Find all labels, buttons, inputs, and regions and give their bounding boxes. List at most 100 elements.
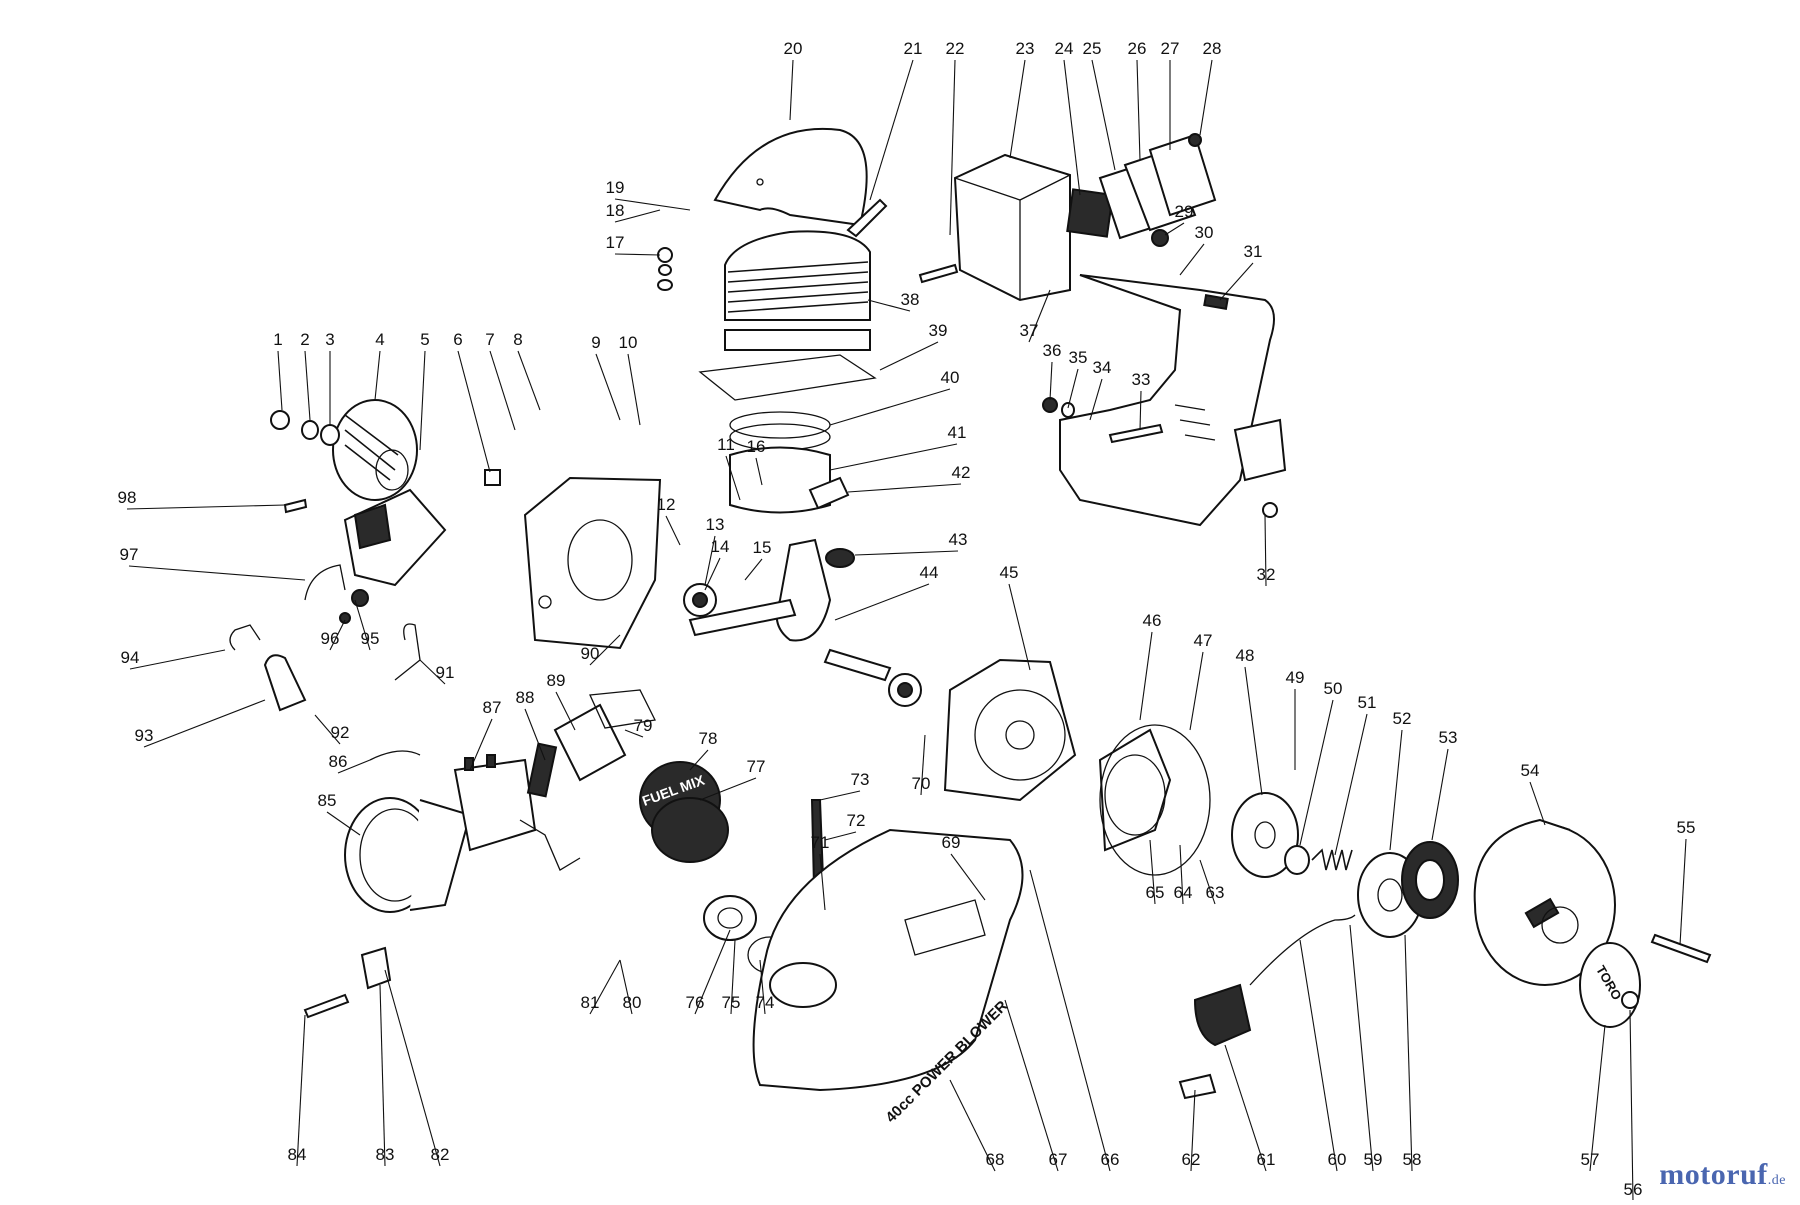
bolt-33 xyxy=(1108,423,1164,444)
leader-line-72 xyxy=(824,831,857,841)
callout-18: 18 xyxy=(606,201,625,220)
leader-line-29 xyxy=(1164,222,1185,236)
callout-29: 29 xyxy=(1175,202,1194,221)
callout-60: 60 xyxy=(1328,1150,1347,1169)
leader-line-1 xyxy=(277,350,283,411)
callout-20: 20 xyxy=(784,39,803,58)
leader-line-15 xyxy=(744,558,763,581)
callout-96: 96 xyxy=(321,629,340,648)
leader-line-50 xyxy=(1299,699,1334,846)
watermark-brand: motoruf xyxy=(1659,1158,1768,1191)
leader-line-52 xyxy=(1389,729,1403,851)
leader-line-32 xyxy=(1264,514,1267,587)
leader-line-96 xyxy=(329,619,346,651)
leader-line-94 xyxy=(129,649,226,670)
bolt-84 xyxy=(303,993,350,1019)
leader-line-51 xyxy=(1334,713,1368,856)
callout-55: 55 xyxy=(1677,818,1696,837)
leader-line-40 xyxy=(829,388,951,426)
leader-line-26 xyxy=(1136,59,1141,161)
leader-line-4 xyxy=(374,350,381,401)
intake-gasket xyxy=(589,689,656,729)
screw-28 xyxy=(1188,133,1202,147)
callout-34: 34 xyxy=(1093,358,1112,377)
leader-line-91 xyxy=(419,659,446,685)
callout-79: 79 xyxy=(634,716,653,735)
callout-32: 32 xyxy=(1257,565,1276,584)
callout-64: 64 xyxy=(1174,883,1193,902)
callout-87: 87 xyxy=(483,698,502,717)
callout-16: 16 xyxy=(747,437,766,456)
stud-7 xyxy=(918,263,959,284)
callout-14: 14 xyxy=(711,537,730,556)
leader-line-9 xyxy=(595,353,621,421)
leader-line-11 xyxy=(725,455,741,501)
leader-line-5 xyxy=(419,350,426,451)
callout-22: 22 xyxy=(946,39,965,58)
callout-4: 4 xyxy=(375,330,384,349)
callout-43: 43 xyxy=(949,530,968,549)
wire-harness-91 xyxy=(394,623,421,681)
leader-line-47 xyxy=(1189,651,1204,731)
callout-9: 9 xyxy=(591,333,600,352)
callout-72: 72 xyxy=(847,811,866,830)
leader-line-62 xyxy=(1190,1089,1196,1172)
carburetor xyxy=(453,754,581,871)
leader-line-93 xyxy=(143,699,266,748)
callout-89: 89 xyxy=(547,671,566,690)
leader-line-57 xyxy=(1589,1024,1606,1172)
starter-spring xyxy=(1311,848,1353,871)
washer-35 xyxy=(1061,402,1075,418)
leader-line-66 xyxy=(1029,869,1111,1172)
leader-line-53 xyxy=(1431,748,1449,841)
spark-plug xyxy=(846,198,888,238)
callout-15: 15 xyxy=(753,538,772,557)
screw-32 xyxy=(1262,502,1278,518)
handle-insert xyxy=(1178,1073,1217,1100)
callout-57: 57 xyxy=(1581,1150,1600,1169)
ignition-coil xyxy=(343,488,447,587)
leader-line-25 xyxy=(1091,59,1116,171)
leader-line-78 xyxy=(689,749,709,771)
callout-7: 7 xyxy=(485,330,494,349)
nut-56 xyxy=(1621,991,1639,1009)
crankcase-right xyxy=(943,658,1077,802)
callout-68: 68 xyxy=(986,1150,1005,1169)
leader-line-58 xyxy=(1404,934,1413,1172)
washer-9 xyxy=(658,264,672,276)
leader-line-73 xyxy=(819,790,861,801)
leader-line-74 xyxy=(759,959,766,1015)
leader-line-10 xyxy=(627,353,641,426)
leader-line-82 xyxy=(384,969,441,1167)
leader-line-48 xyxy=(1244,666,1263,796)
leader-line-18 xyxy=(614,209,661,223)
callout-98: 98 xyxy=(118,488,137,507)
wrist-pin xyxy=(808,476,850,510)
callout-45: 45 xyxy=(1000,563,1019,582)
callout-13: 13 xyxy=(706,515,725,534)
leader-line-24 xyxy=(1063,59,1081,196)
callout-69: 69 xyxy=(942,833,961,852)
nut-29 xyxy=(1151,229,1169,247)
callout-62: 62 xyxy=(1182,1150,1201,1169)
leader-line-79 xyxy=(624,729,644,738)
callout-27: 27 xyxy=(1161,39,1180,58)
leader-line-41 xyxy=(829,443,958,471)
leader-lines xyxy=(126,59,1687,1202)
callout-70: 70 xyxy=(912,774,931,793)
leader-line-65 xyxy=(1149,839,1156,905)
leader-line-23 xyxy=(1009,59,1026,159)
callout-52: 52 xyxy=(1393,709,1412,728)
callout-75: 75 xyxy=(722,993,741,1012)
callout-1: 1 xyxy=(273,330,282,349)
leader-line-63 xyxy=(1199,859,1216,905)
leader-line-36 xyxy=(1049,361,1053,401)
callout-50: 50 xyxy=(1324,679,1343,698)
callout-8: 8 xyxy=(513,330,522,349)
leader-line-39 xyxy=(879,341,939,371)
leader-line-19 xyxy=(614,198,691,211)
leader-line-22 xyxy=(949,59,956,236)
leader-line-35 xyxy=(1067,368,1079,409)
